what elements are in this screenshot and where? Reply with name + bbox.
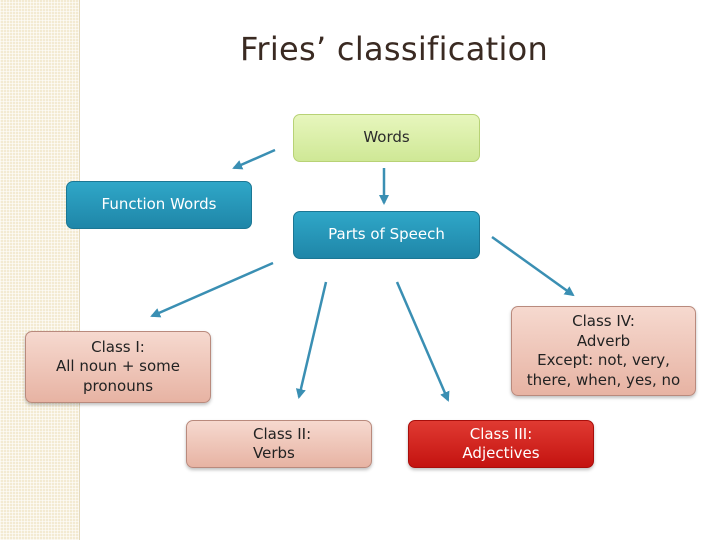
node-class-2-line-1: Class II:	[253, 424, 312, 443]
arrow-words-to-function-words	[232, 148, 276, 170]
arrow-to-class-1	[150, 261, 274, 318]
arrow-to-class-4	[491, 235, 575, 297]
arrow-to-class-3	[395, 281, 450, 402]
node-class-3: Class III: Adjectives	[408, 420, 594, 468]
node-function-words: Function Words	[66, 181, 252, 229]
node-class-3-line-1: Class III:	[469, 424, 533, 443]
slide-title: Fries’ classification	[240, 30, 549, 68]
node-class-4-line-2: Adverb	[576, 331, 631, 350]
node-parts-of-speech: Parts of Speech	[293, 211, 480, 259]
node-class-4-line-1: Class IV:	[572, 312, 635, 330]
node-class-3-line-2: Adjectives	[462, 444, 540, 462]
node-class-4: Class IV: Adverb Except: not, very, ther…	[511, 306, 696, 396]
node-class-1: Class I: All noun + some pronouns	[25, 331, 211, 403]
node-parts-of-speech-label: Parts of Speech	[328, 225, 445, 244]
decorative-side-pattern	[0, 0, 80, 540]
side-divider	[79, 0, 80, 540]
node-class-1-line-3: pronouns	[82, 376, 154, 395]
node-function-words-label: Function Words	[101, 195, 217, 214]
node-words: Words	[293, 114, 480, 162]
node-class-1-line-1: Class I:	[91, 337, 145, 356]
node-class-4-line-3: Except: not, very,	[537, 351, 670, 369]
node-class-2: Class II: Verbs	[186, 420, 372, 468]
node-class-4-line-4: there, when, yes, no	[526, 370, 681, 389]
node-words-label: Words	[363, 128, 410, 147]
arrow-to-class-2	[295, 281, 328, 399]
node-class-2-line-2: Verbs	[253, 444, 295, 462]
node-class-1-line-2: All noun + some	[56, 357, 180, 376]
